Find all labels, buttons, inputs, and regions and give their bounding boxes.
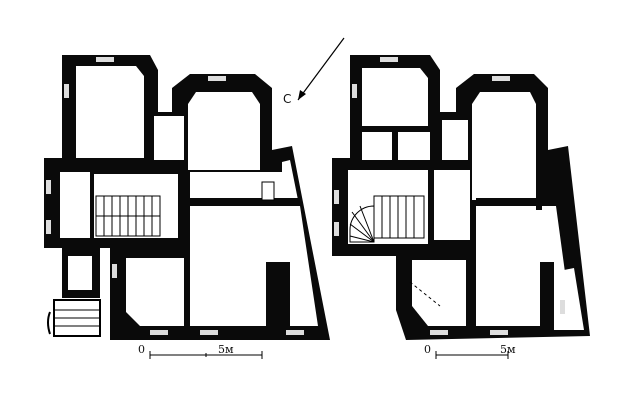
right-partition-6 — [546, 262, 554, 328]
left-partition-4 — [178, 170, 190, 206]
room-right-landing — [432, 170, 470, 240]
scale-bar-left — [149, 351, 263, 359]
left-partition-2 — [190, 198, 300, 206]
left-fireplace — [261, 181, 275, 201]
room-right-wc — [442, 120, 468, 160]
right-partition-5 — [536, 150, 542, 210]
room-right-corner — [554, 268, 584, 330]
room-left-porch — [68, 256, 92, 290]
scale-left-start: 0 — [138, 343, 145, 356]
room-right-small-1 — [362, 132, 392, 160]
left-windows — [46, 57, 304, 335]
room-left-small — [154, 116, 184, 160]
room-left-north — [76, 66, 144, 158]
left-partition-3 — [110, 238, 190, 258]
north-arrow — [297, 37, 345, 101]
room-right-southwest — [412, 260, 466, 326]
right-staircase — [349, 195, 425, 243]
right-partition-1 — [470, 200, 476, 326]
right-partition-4 — [428, 160, 434, 244]
room-right-east — [472, 92, 536, 200]
scale-right-start: 0 — [424, 343, 431, 356]
left-entrance-steps — [47, 299, 101, 337]
room-left-east — [188, 92, 260, 170]
room-left-center — [190, 206, 318, 326]
right-partition-3 — [396, 244, 476, 260]
scale-left-end: 5м — [218, 343, 234, 356]
right-windows — [334, 57, 565, 335]
scale-right-end: 5м — [500, 343, 516, 356]
plan-right — [332, 55, 590, 340]
left-staircase — [95, 195, 161, 237]
right-partition-2 — [476, 198, 556, 206]
scale-bar-right — [435, 351, 509, 359]
right-bay-dashed — [409, 281, 441, 307]
left-partition-1 — [184, 200, 190, 326]
room-left-vestibule — [60, 172, 90, 238]
room-left-southwest — [126, 258, 184, 326]
north-label: С — [283, 92, 292, 106]
plan-left — [44, 55, 330, 340]
room-right-north — [362, 68, 428, 126]
room-right-small-2 — [398, 132, 430, 160]
